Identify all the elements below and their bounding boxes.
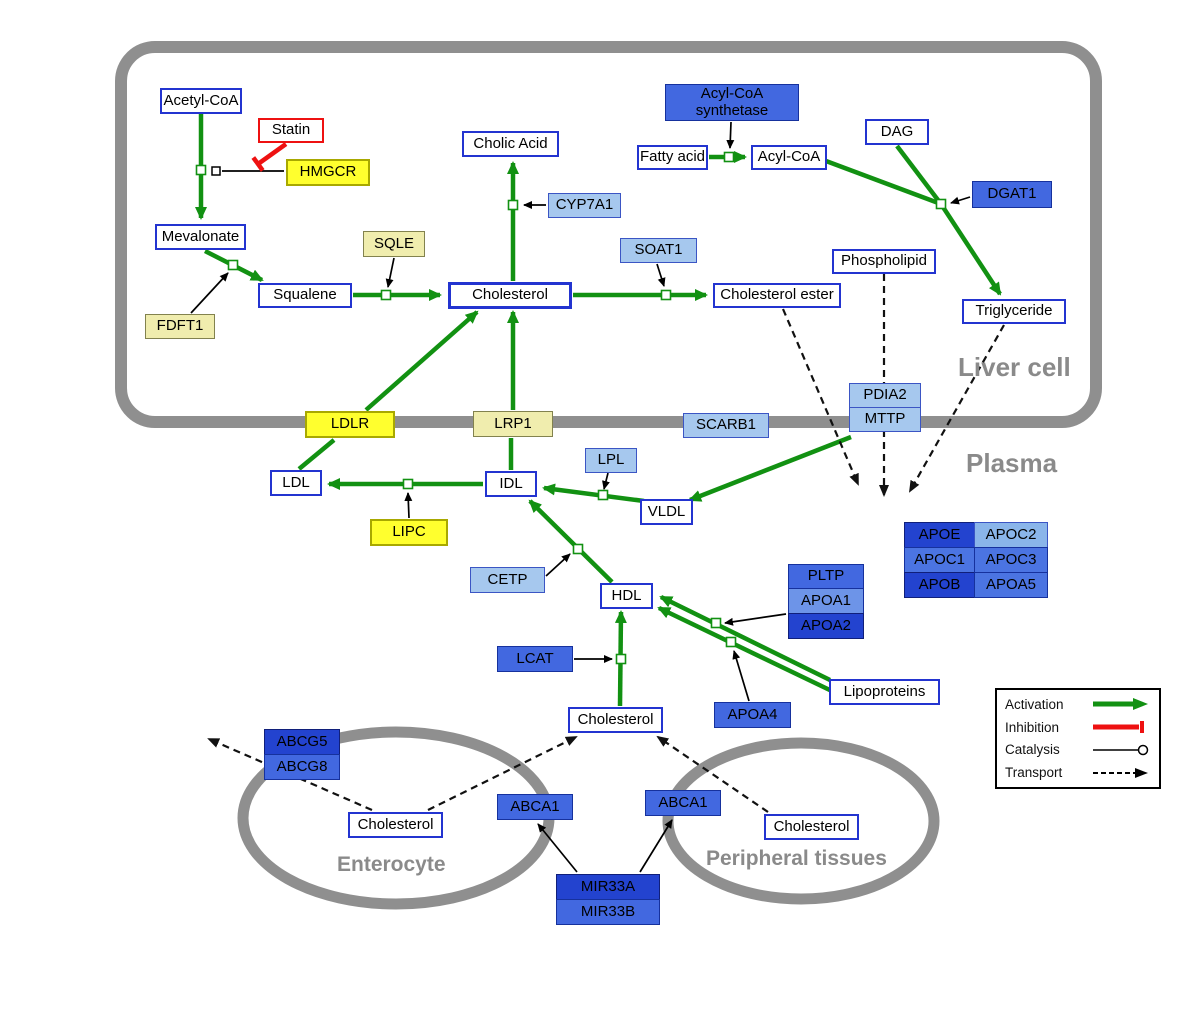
node-apoa5[interactable]: APOA5 bbox=[974, 572, 1048, 598]
node-triglyceride[interactable]: Triglyceride bbox=[962, 299, 1066, 324]
node-vldl[interactable]: VLDL bbox=[640, 499, 693, 525]
activation-arrow-icon bbox=[1093, 698, 1148, 711]
node-lipc[interactable]: LIPC bbox=[370, 519, 448, 546]
node-statin[interactable]: Statin bbox=[258, 118, 324, 143]
enterocyte-label: Enterocyte bbox=[337, 853, 446, 876]
node-ldlr[interactable]: LDLR bbox=[305, 411, 395, 438]
legend-row-inhibition: Inhibition bbox=[1005, 716, 1151, 739]
node-apob[interactable]: APOB bbox=[904, 572, 975, 598]
node-acyl-coa[interactable]: Acyl-CoA bbox=[751, 145, 827, 170]
node-mir33a[interactable]: MIR33A bbox=[556, 874, 660, 900]
legend-row-transport: Transport bbox=[1005, 761, 1151, 784]
legend: Activation Inhibition Catalysis Transpor… bbox=[995, 688, 1161, 789]
node-dgat1[interactable]: DGAT1 bbox=[972, 181, 1052, 208]
node-cyp7a1[interactable]: CYP7A1 bbox=[548, 193, 621, 218]
node-scarb1[interactable]: SCARB1 bbox=[683, 413, 769, 438]
node-apoa4[interactable]: APOA4 bbox=[714, 702, 791, 728]
node-cholic-acid[interactable]: Cholic Acid bbox=[462, 131, 559, 157]
node-abcg5[interactable]: ABCG5 bbox=[264, 729, 340, 755]
node-abca1-peripheral[interactable]: ABCA1 bbox=[645, 790, 721, 816]
node-cholesterol-peripheral[interactable]: Cholesterol bbox=[764, 814, 859, 840]
node-apoc2[interactable]: APOC2 bbox=[974, 522, 1048, 548]
node-apoa1[interactable]: APOA1 bbox=[788, 588, 864, 614]
legend-inhibition-label: Inhibition bbox=[1005, 719, 1060, 735]
catalysis-circle-icon bbox=[1093, 744, 1149, 756]
node-cholesterol-liver[interactable]: Cholesterol bbox=[448, 282, 572, 309]
catalysis-edges bbox=[190, 121, 971, 873]
node-cholesterol-enterocyte[interactable]: Cholesterol bbox=[348, 812, 443, 838]
node-abca1-enterocyte[interactable]: ABCA1 bbox=[497, 794, 573, 820]
node-apoe[interactable]: APOE bbox=[904, 522, 975, 548]
transport-arrow-icon bbox=[1093, 767, 1148, 778]
node-abcg8[interactable]: ABCG8 bbox=[264, 754, 340, 780]
node-mevalonate[interactable]: Mevalonate bbox=[155, 224, 246, 250]
node-mir33b[interactable]: MIR33B bbox=[556, 899, 660, 925]
legend-row-activation: Activation bbox=[1005, 693, 1151, 716]
node-cholesterol-plasma[interactable]: Cholesterol bbox=[568, 707, 663, 733]
legend-activation-label: Activation bbox=[1005, 696, 1064, 712]
node-fatty-acid[interactable]: Fatty acid bbox=[637, 145, 708, 170]
node-lcat[interactable]: LCAT bbox=[497, 646, 573, 672]
inhibition-edge bbox=[251, 142, 288, 172]
node-apoa2[interactable]: APOA2 bbox=[788, 613, 864, 639]
node-dag[interactable]: DAG bbox=[865, 119, 929, 145]
node-lpl[interactable]: LPL bbox=[585, 448, 637, 473]
node-mttp[interactable]: MTTP bbox=[849, 407, 921, 432]
inhibition-tbar-icon bbox=[1093, 721, 1144, 734]
node-pltp[interactable]: PLTP bbox=[788, 564, 864, 589]
node-fdft1[interactable]: FDFT1 bbox=[145, 314, 215, 339]
node-cetp[interactable]: CETP bbox=[470, 567, 545, 593]
node-acyl-coa-synthetase[interactable]: Acyl-CoA synthetase bbox=[665, 84, 799, 121]
node-lipoproteins[interactable]: Lipoproteins bbox=[829, 679, 940, 705]
node-pdia2[interactable]: PDIA2 bbox=[849, 383, 921, 408]
legend-row-catalysis: Catalysis bbox=[1005, 739, 1151, 762]
node-idl[interactable]: IDL bbox=[485, 471, 537, 497]
node-hdl[interactable]: HDL bbox=[600, 583, 653, 609]
peripheral-tissues-label: Peripheral tissues bbox=[706, 847, 887, 870]
node-apoc1[interactable]: APOC1 bbox=[904, 547, 975, 573]
activation-edges bbox=[195, 114, 1002, 707]
node-apoc3[interactable]: APOC3 bbox=[974, 547, 1048, 573]
node-soat1[interactable]: SOAT1 bbox=[620, 238, 697, 263]
node-cholesterol-ester[interactable]: Cholesterol ester bbox=[713, 283, 841, 308]
node-sqle[interactable]: SQLE bbox=[363, 231, 425, 257]
node-phospholipid[interactable]: Phospholipid bbox=[832, 249, 936, 274]
legend-transport-label: Transport bbox=[1005, 765, 1063, 781]
liver-cell-label: Liver cell bbox=[958, 352, 1071, 382]
node-squalene[interactable]: Squalene bbox=[258, 283, 352, 308]
node-hmgcr[interactable]: HMGCR bbox=[286, 159, 370, 186]
node-acetyl-coa[interactable]: Acetyl-CoA bbox=[160, 88, 242, 114]
reaction-node-squares bbox=[195, 151, 947, 665]
node-ldl[interactable]: LDL bbox=[270, 470, 322, 496]
node-lrp1[interactable]: LRP1 bbox=[473, 411, 553, 437]
plasma-label: Plasma bbox=[966, 448, 1058, 478]
legend-catalysis-label: Catalysis bbox=[1005, 742, 1060, 758]
liver-cell-membrane bbox=[115, 41, 1102, 428]
